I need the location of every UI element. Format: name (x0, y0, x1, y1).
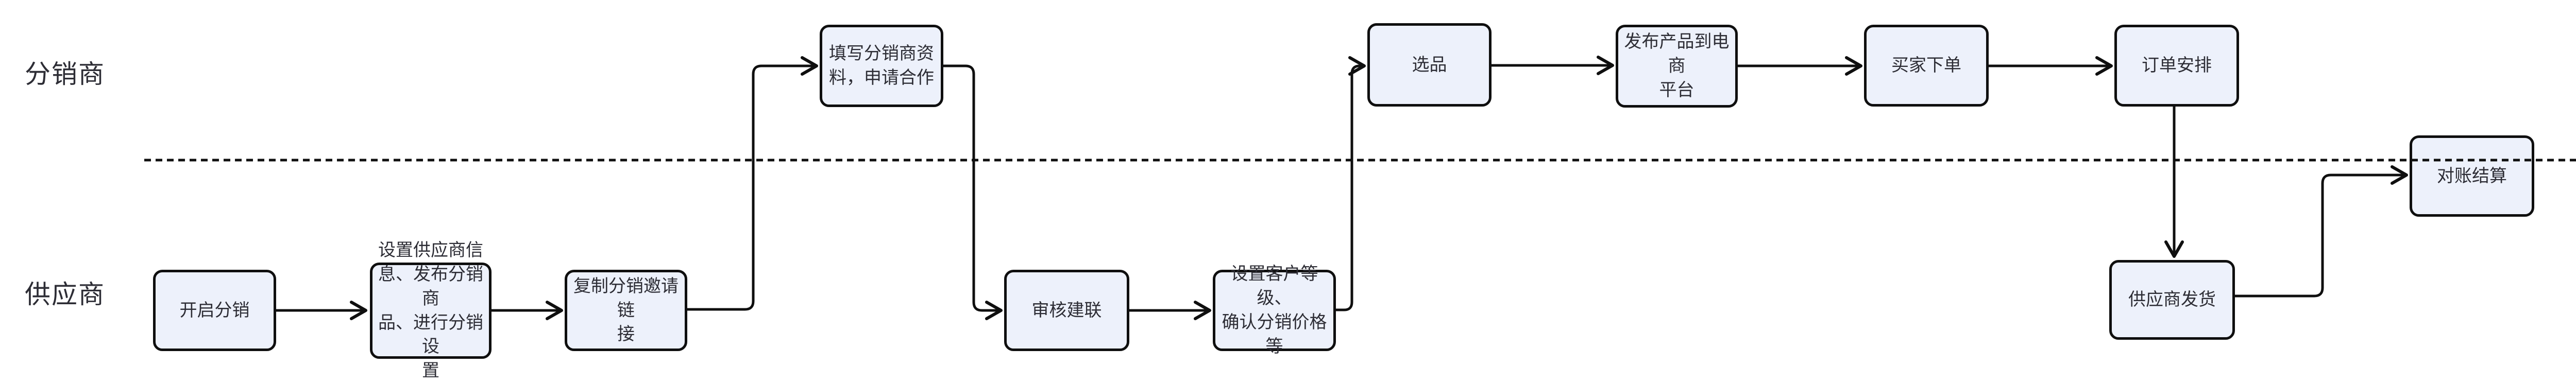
node-copy-invite-link: 复制分销邀请链 接 (565, 270, 687, 351)
edge-ship-to-reconcile (2233, 165, 2408, 298)
lane-label-distributor: 分销商 (25, 60, 105, 89)
node-setup-supplier-info: 设置供应商信 息、发布分销商 品、进行分销设 置 (370, 240, 492, 380)
node-enable-distribution: 开启分销 (153, 270, 276, 351)
node-publish-to-ecommerce: 发布产品到电商 平台 (1616, 25, 1738, 108)
node-supplier-ship: 供应商发货 (2109, 260, 2235, 340)
lane-label-supplier: 供应商 (25, 280, 105, 309)
node-fill-distributor-info: 填写分销商资 料，申请合作 (820, 25, 943, 107)
edge-fill-to-review (942, 64, 1003, 320)
node-set-customer-tier-price: 设置客户等级、 确认分销价格等 (1213, 264, 1336, 356)
node-order-arrangement: 订单安排 (2114, 25, 2239, 107)
edge-settier-to-select (1334, 56, 1366, 311)
node-buyer-order: 买家下单 (1864, 25, 1989, 107)
node-review-connect: 审核建联 (1004, 270, 1129, 351)
node-select-products: 选品 (1367, 23, 1492, 107)
edge-copy-to-fill (686, 56, 818, 311)
node-reconciliation-settlement: 对账结算 (2410, 135, 2534, 217)
